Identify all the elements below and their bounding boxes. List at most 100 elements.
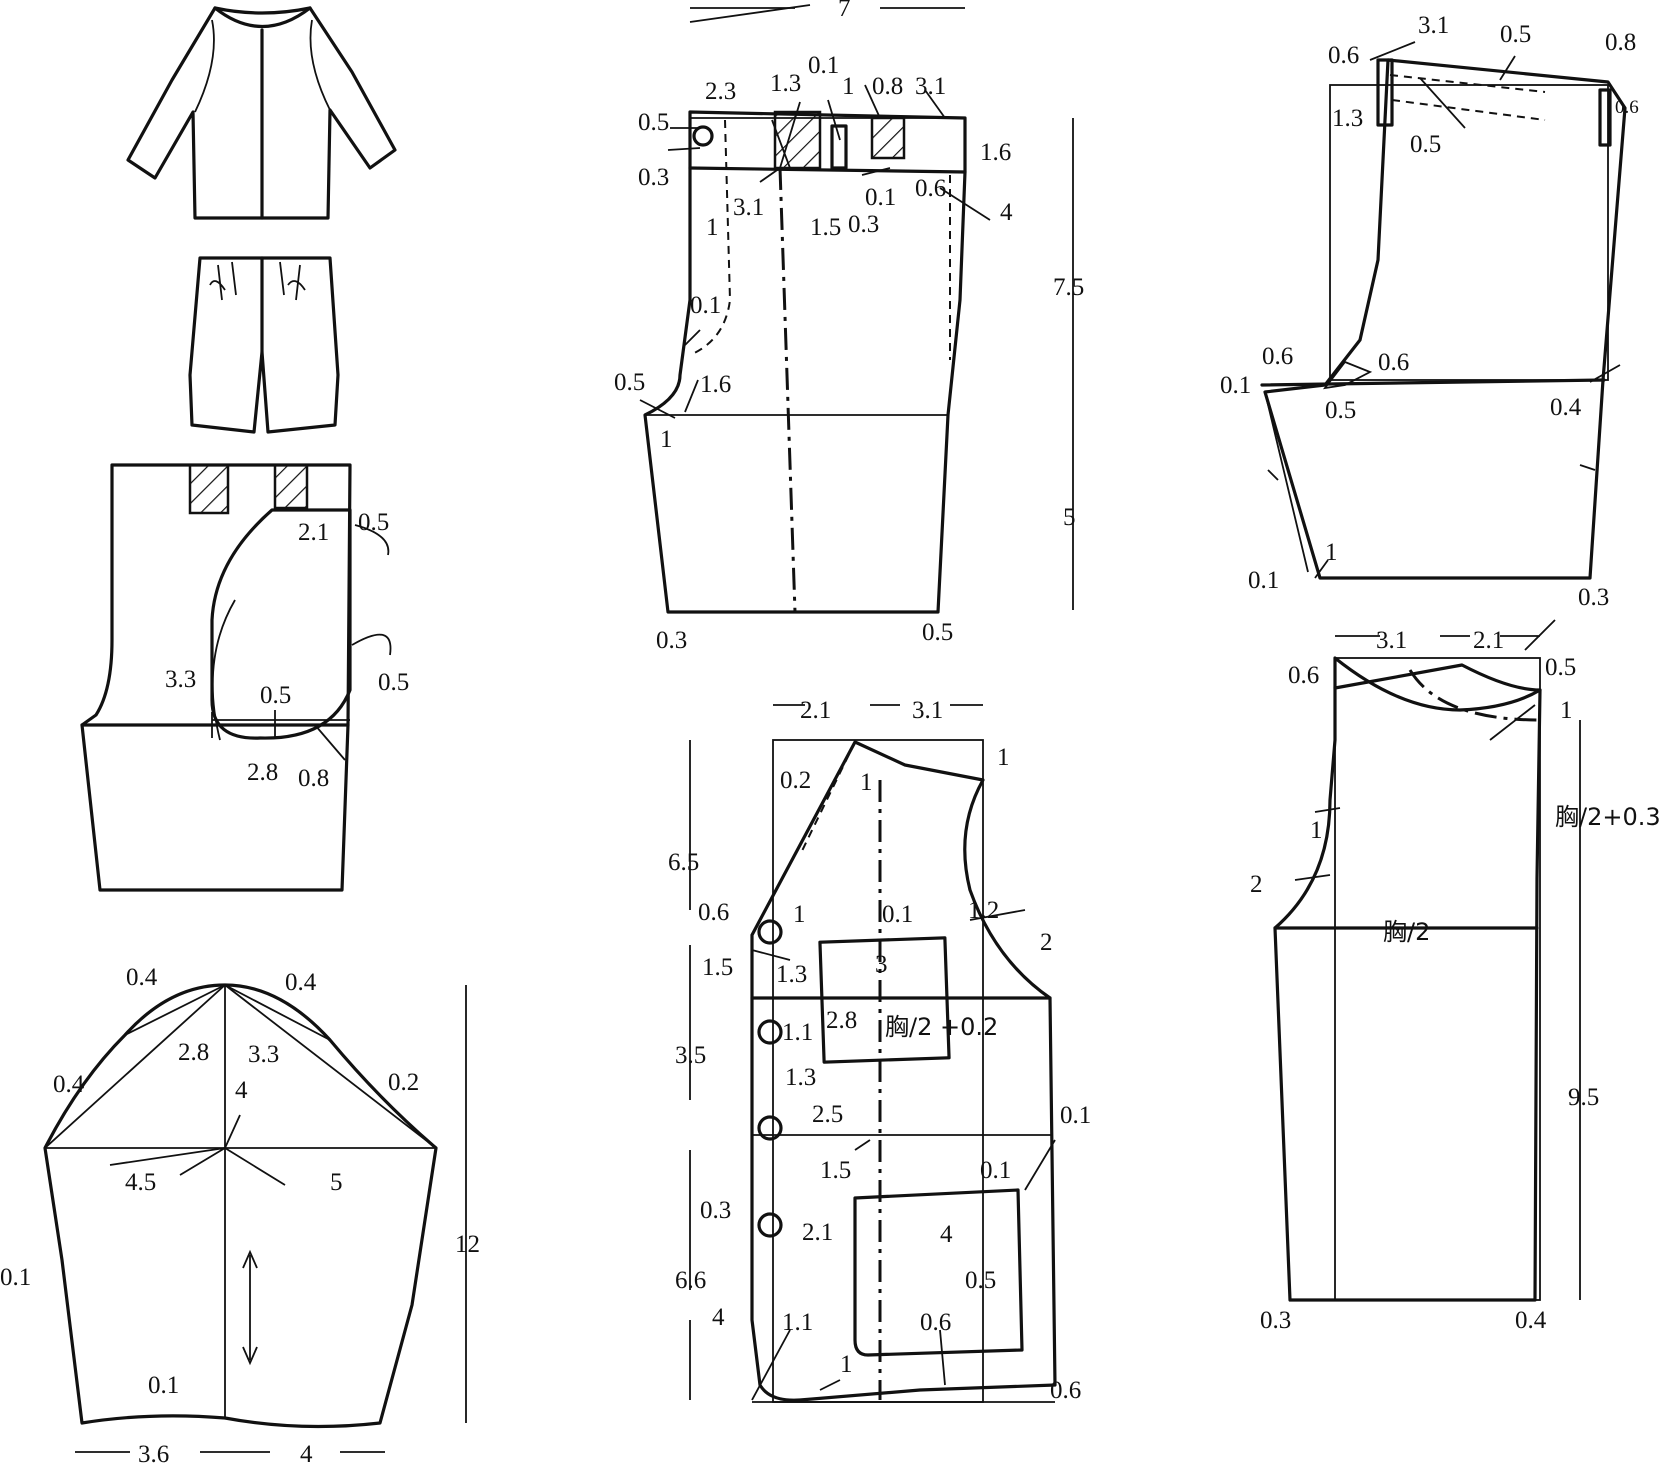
measurement-label: 1.2 bbox=[968, 897, 999, 924]
measurement-label: 0.6 bbox=[1288, 662, 1319, 689]
measurement-label: 0.4 bbox=[1550, 394, 1582, 421]
measurement-label: 胸/2 +0.2 bbox=[885, 1013, 998, 1041]
measurement-label: 1 bbox=[997, 744, 1010, 771]
measurement-label: 胸/2 bbox=[1383, 918, 1430, 946]
measurement-label: 0.3 bbox=[848, 211, 879, 238]
measurement-label: 0.3 bbox=[638, 164, 669, 191]
measurement-label: 0.5 bbox=[260, 682, 291, 709]
jacket-and-shorts-sketch-icon bbox=[126, 6, 397, 434]
measurement-label: 0.2 bbox=[780, 767, 811, 794]
measurement-label: 1.3 bbox=[1332, 105, 1363, 132]
measurement-label: 0.1 bbox=[1220, 372, 1251, 399]
measurement-label: 0.2 bbox=[388, 1069, 419, 1096]
measurement-label: 3.5 bbox=[675, 1042, 706, 1069]
measurement-label: 12 bbox=[455, 1231, 480, 1258]
measurement-label: 1.3 bbox=[785, 1064, 816, 1091]
measurement-label: 0.6 bbox=[1378, 349, 1409, 376]
measurement-label: 0.3 bbox=[1260, 1307, 1291, 1334]
sleeve-diagram bbox=[43, 983, 467, 1453]
measurement-label: 0.5 bbox=[1325, 397, 1356, 424]
measurement-label: 0.8 bbox=[1605, 29, 1636, 56]
shorts-back-diagram bbox=[1260, 41, 1627, 580]
measurement-label: 1.3 bbox=[776, 961, 807, 988]
measurement-label: 3.1 bbox=[733, 194, 764, 221]
measurement-label: 0.5 bbox=[1500, 21, 1531, 48]
measurement-label: 0.1 bbox=[1248, 567, 1279, 594]
shorts-back-labels: 3.1 0.5 0.6 0.8 1.3 0.6 0.5 0.6 0.6 0.1 … bbox=[1220, 12, 1639, 611]
measurement-label: 0.4 bbox=[1515, 1307, 1547, 1334]
measurement-label: 9.5 bbox=[1568, 1084, 1599, 1111]
measurement-label: 4 bbox=[1000, 199, 1013, 226]
measurement-label: 0.6 bbox=[698, 899, 729, 926]
measurement-label: 0.8 bbox=[872, 73, 903, 100]
measurement-label: 1.6 bbox=[980, 139, 1011, 166]
measurement-label: 1.5 bbox=[820, 1157, 851, 1184]
front-bodice-diagram bbox=[689, 704, 1057, 1403]
measurement-label: 0.5 bbox=[638, 109, 669, 136]
shorts-front-diagram bbox=[639, 4, 1074, 614]
measurement-label: 3 bbox=[875, 951, 888, 978]
measurement-label: 2.8 bbox=[178, 1039, 209, 1066]
measurement-label: 2.1 bbox=[1473, 627, 1504, 654]
measurement-label: 3.1 bbox=[1376, 627, 1407, 654]
measurement-label: 1 bbox=[706, 214, 719, 241]
measurement-label: 1.1 bbox=[782, 1309, 813, 1336]
measurement-label: 0.4 bbox=[126, 964, 158, 991]
measurement-label: 6.5 bbox=[668, 849, 699, 876]
measurement-label: 7.5 bbox=[1053, 274, 1084, 301]
measurement-label: 2 bbox=[1250, 871, 1263, 898]
measurement-label: 0.8 bbox=[298, 765, 329, 792]
measurement-label: 1 bbox=[860, 769, 873, 796]
measurement-label: 1 bbox=[840, 1351, 853, 1378]
measurement-label: 4.5 bbox=[125, 1169, 156, 1196]
measurement-label: 0.5 bbox=[378, 669, 409, 696]
measurement-label: 3.1 bbox=[1418, 12, 1449, 39]
measurement-label: 2.3 bbox=[705, 78, 736, 105]
measurement-label: 0.1 bbox=[1060, 1102, 1091, 1129]
measurement-label: 2.8 bbox=[826, 1007, 857, 1034]
measurement-label: 3.3 bbox=[165, 666, 196, 693]
measurement-label: 2 bbox=[1040, 929, 1053, 956]
measurement-label: 0.5 bbox=[965, 1267, 996, 1294]
measurement-label: 7 bbox=[838, 0, 851, 22]
measurement-label: 0.1 bbox=[882, 901, 913, 928]
measurement-label: 1 bbox=[1560, 697, 1573, 724]
measurement-label: 0.6 bbox=[1615, 97, 1639, 118]
measurement-label: 2.1 bbox=[802, 1219, 833, 1246]
measurement-label: 4 bbox=[235, 1077, 248, 1104]
measurement-label: 0.6 bbox=[1328, 42, 1359, 69]
measurement-label: 1 bbox=[660, 426, 673, 453]
back-bodice-labels: 3.1 2.1 0.6 0.5 1 1 2 胸/2 胸/2+0.3 9.5 0.… bbox=[1250, 627, 1661, 1334]
shorts-front-labels: 7 2.3 1.3 0.1 1 0.8 3.1 0.5 1.6 0.3 4 3.… bbox=[614, 0, 1084, 654]
measurement-label: 0.4 bbox=[53, 1071, 85, 1098]
measurement-label: 0.3 bbox=[1578, 584, 1609, 611]
measurement-label: 0.4 bbox=[285, 969, 317, 996]
measurement-label: 0.1 bbox=[148, 1372, 179, 1399]
measurement-label: 0.1 bbox=[808, 52, 839, 79]
measurement-label: 6.6 bbox=[675, 1267, 706, 1294]
measurement-label: 1 bbox=[1310, 817, 1323, 844]
measurement-label: 3.1 bbox=[915, 73, 946, 100]
measurement-label: 4 bbox=[300, 1441, 313, 1468]
measurement-label: 0.5 bbox=[922, 619, 953, 646]
back-bodice-diagram bbox=[1273, 619, 1581, 1302]
measurement-label: 0.3 bbox=[656, 627, 687, 654]
measurement-label: 1.1 bbox=[782, 1019, 813, 1046]
measurement-label: 0.3 bbox=[700, 1197, 731, 1224]
measurement-label: 3.3 bbox=[248, 1041, 279, 1068]
measurement-label: 5 bbox=[330, 1169, 343, 1196]
measurement-label: 1 bbox=[842, 73, 855, 100]
measurement-label: 0.5 bbox=[614, 369, 645, 396]
measurement-label: 0.5 bbox=[358, 509, 389, 536]
measurement-label: 1.6 bbox=[700, 371, 731, 398]
measurement-label: 0.6 bbox=[1262, 343, 1293, 370]
measurement-label: 胸/2+0.3 bbox=[1555, 803, 1661, 831]
measurement-label: 0.1 bbox=[690, 292, 721, 319]
measurement-label: 1.5 bbox=[702, 954, 733, 981]
pocket-detail-diagram bbox=[80, 463, 392, 892]
measurement-label: 0.6 bbox=[1050, 1377, 1081, 1404]
pocket-detail-labels: 2.1 0.5 3.3 0.5 0.5 2.8 0.8 bbox=[165, 509, 409, 792]
measurement-label: 4 bbox=[940, 1221, 953, 1248]
